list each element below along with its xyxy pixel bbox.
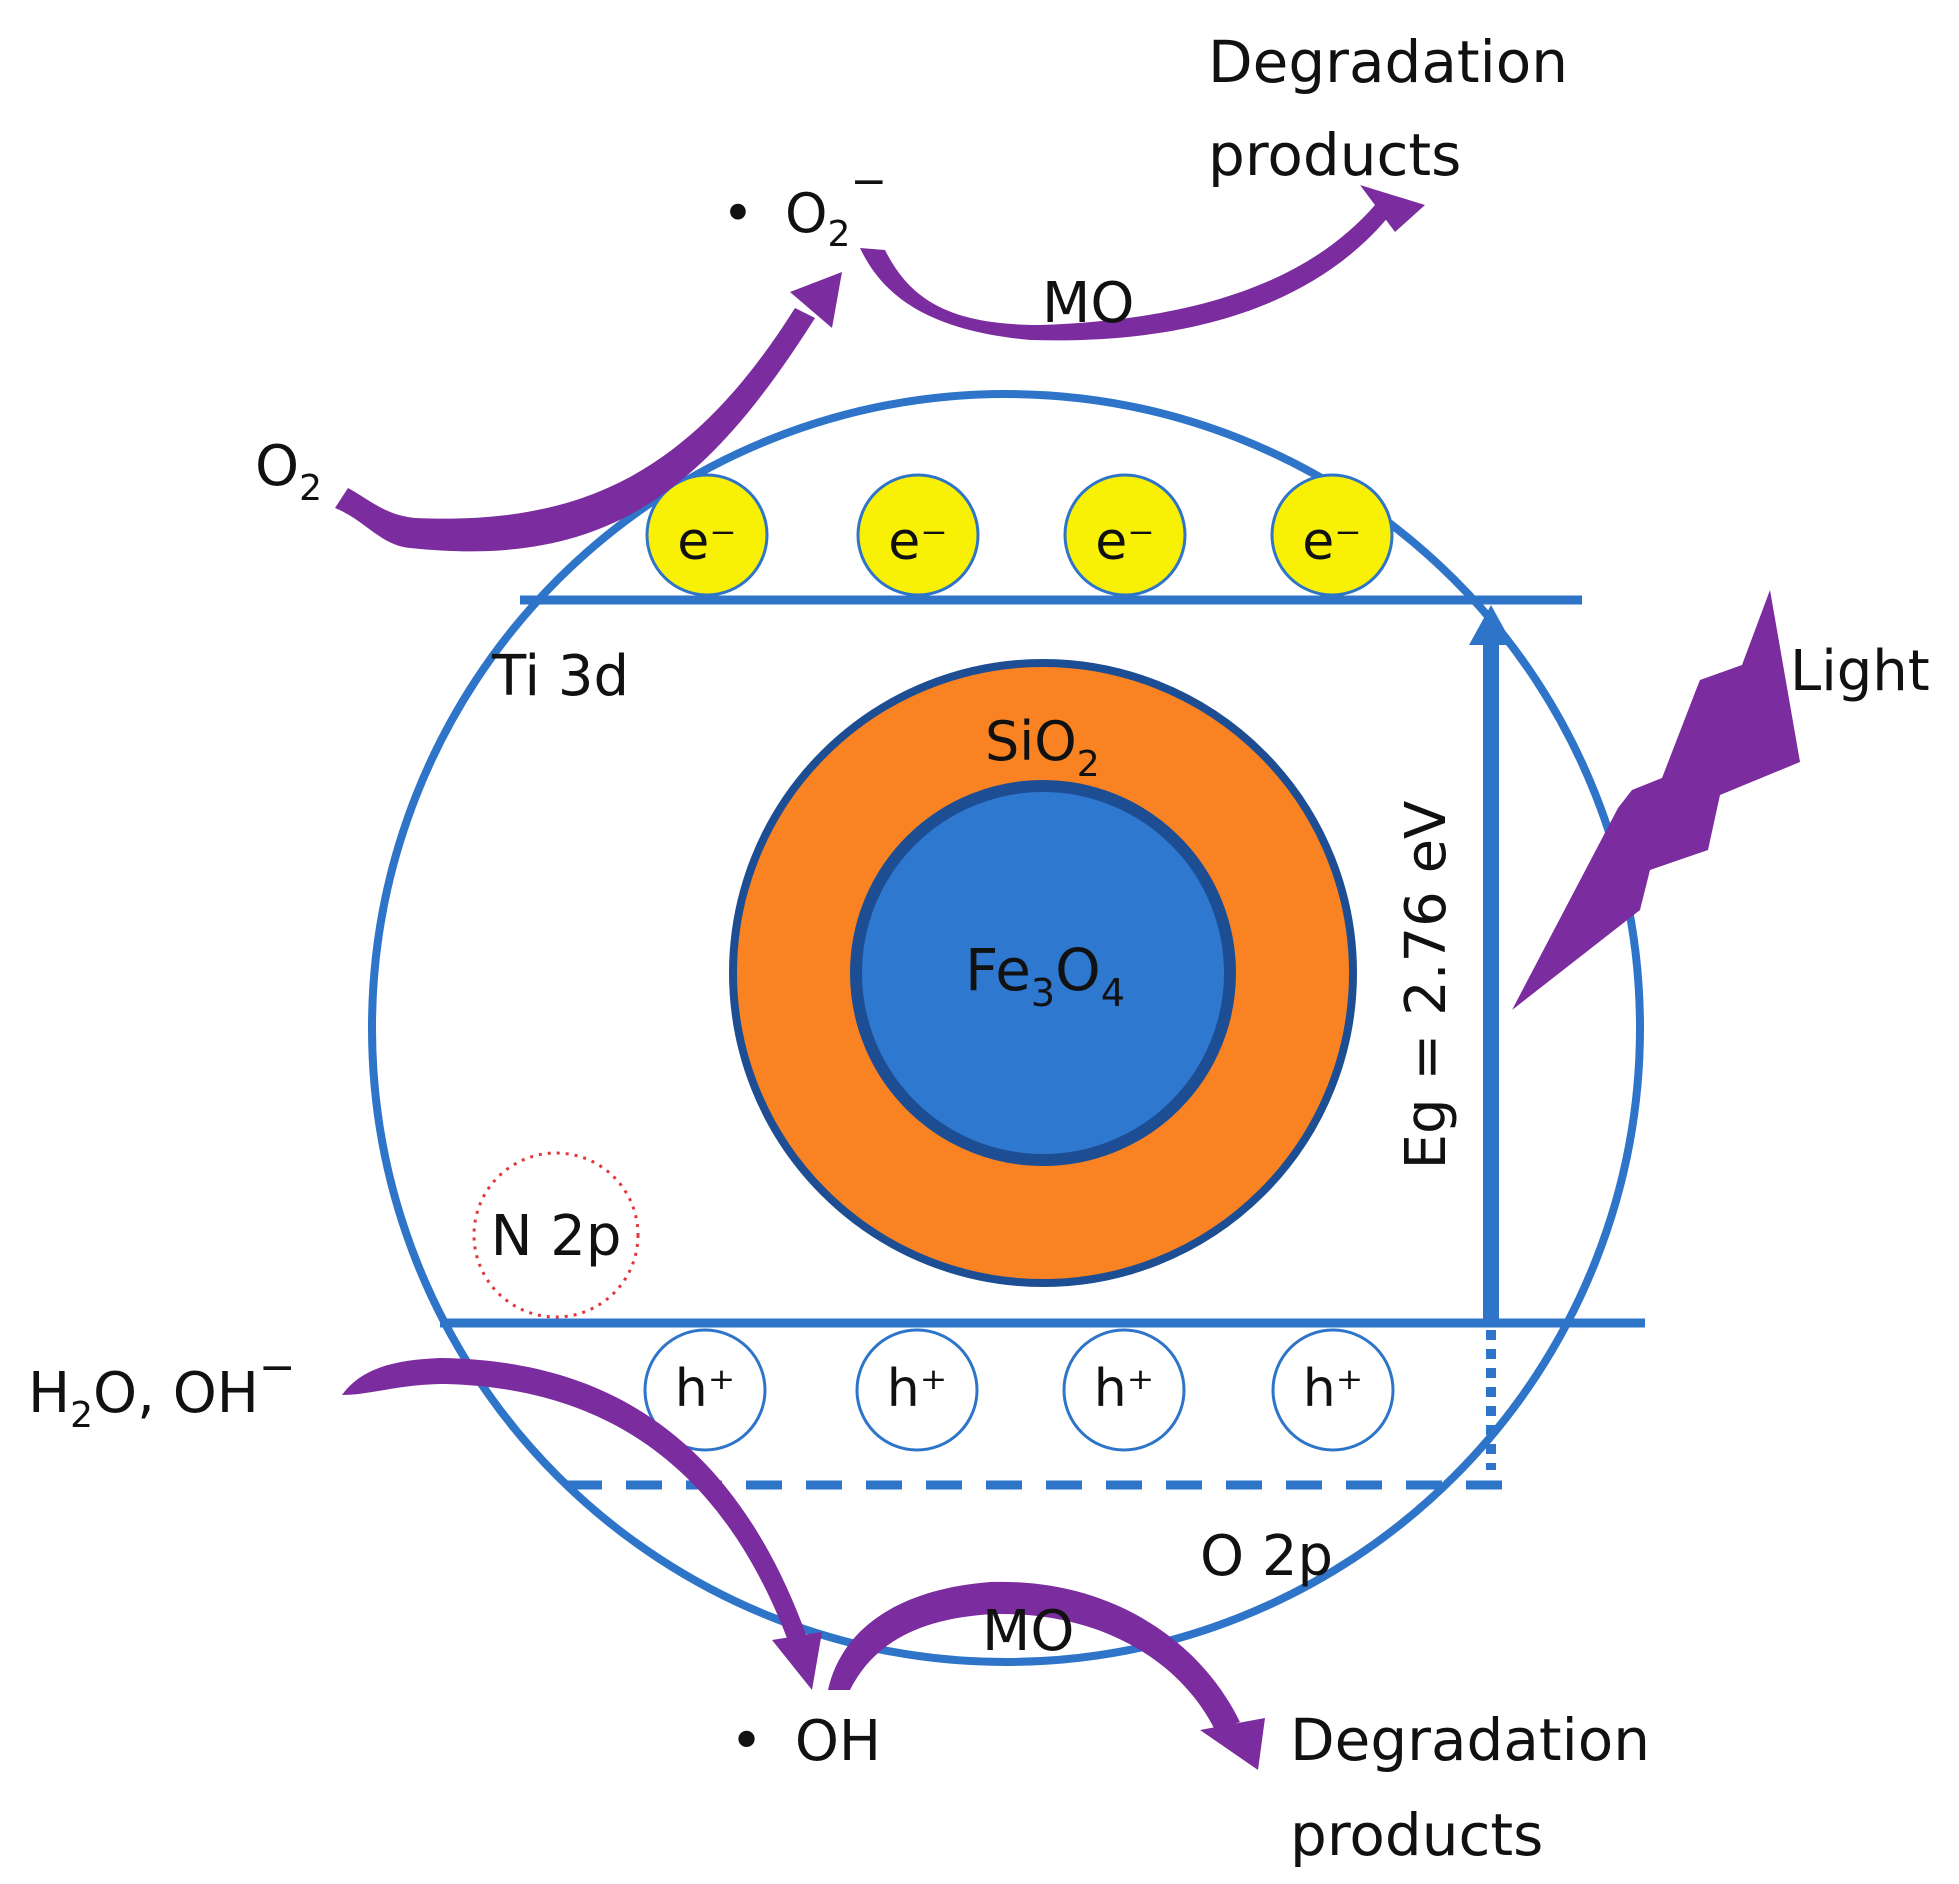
electron	[645, 473, 769, 597]
hydroxyl-label: • OH	[730, 1709, 881, 1774]
electron-label: e⁻	[677, 512, 736, 572]
hydroxyl-to-degradation-arrowhead	[1200, 1718, 1265, 1770]
superoxide-to-degradation-arrow	[860, 205, 1390, 341]
reaction-arrows	[335, 185, 1425, 1770]
electron	[1063, 473, 1187, 597]
hole-label: h⁺	[1303, 1359, 1363, 1419]
electron	[1270, 473, 1394, 597]
degradation-products-bottom-line2: products	[1290, 1801, 1543, 1869]
lightning-bolt-icon	[1512, 590, 1800, 1010]
mo-top-label: MO	[1042, 271, 1134, 336]
superoxide-label: • O2−	[722, 156, 887, 255]
degradation-products-top-line1: Degradation	[1208, 28, 1568, 96]
o2-label: O2	[255, 434, 322, 509]
holes: h⁺ h⁺ h⁺ h⁺	[643, 1328, 1395, 1452]
hole	[1271, 1328, 1395, 1452]
mo-bottom-label: MO	[982, 1599, 1074, 1664]
n2p-dotted-circle	[472, 1151, 640, 1319]
electron-label: e⁻	[1095, 512, 1154, 572]
degradation-products-top-line2: products	[1208, 121, 1461, 189]
o2-to-superoxide-arrowhead	[790, 272, 842, 328]
hole-label: h⁺	[1094, 1359, 1154, 1419]
electron-label: e⁻	[1302, 512, 1361, 572]
o2p-label: O 2p	[1200, 1524, 1333, 1589]
o2-to-superoxide-arrow	[335, 308, 815, 552]
particle-outline	[368, 390, 1644, 1666]
hole	[643, 1328, 767, 1452]
degradation-products-bottom-line1: Degradation	[1290, 1706, 1650, 1774]
hole-label: h⁺	[887, 1359, 947, 1419]
water-hydroxide-label: H2O, OH−	[28, 1342, 296, 1436]
fe3o4-label: Fe3O4	[965, 936, 1125, 1015]
electron	[856, 473, 980, 597]
electrons: e⁻ e⁻ e⁻ e⁻	[645, 473, 1394, 597]
water-to-hydroxyl-arrow	[342, 1358, 808, 1646]
band-gap-label: Eg = 2.76 eV	[1394, 801, 1459, 1170]
hole-label: h⁺	[675, 1359, 735, 1419]
superoxide-to-degradation-arrowhead	[1360, 185, 1425, 232]
hole	[855, 1328, 979, 1452]
sio2-label: SiO2	[985, 710, 1100, 785]
ti3d-label: Ti 3d	[491, 644, 629, 709]
electron-label: e⁻	[888, 512, 947, 572]
fe3o4-core	[850, 780, 1236, 1166]
band-gap-arrow-head	[1469, 605, 1513, 645]
light-label: Light	[1790, 639, 1930, 704]
n2p-label: N 2p	[491, 1204, 622, 1269]
water-to-hydroxyl-arrowhead	[772, 1632, 822, 1690]
hydroxyl-to-degradation-arrow	[828, 1581, 1240, 1730]
hole	[1062, 1328, 1186, 1452]
